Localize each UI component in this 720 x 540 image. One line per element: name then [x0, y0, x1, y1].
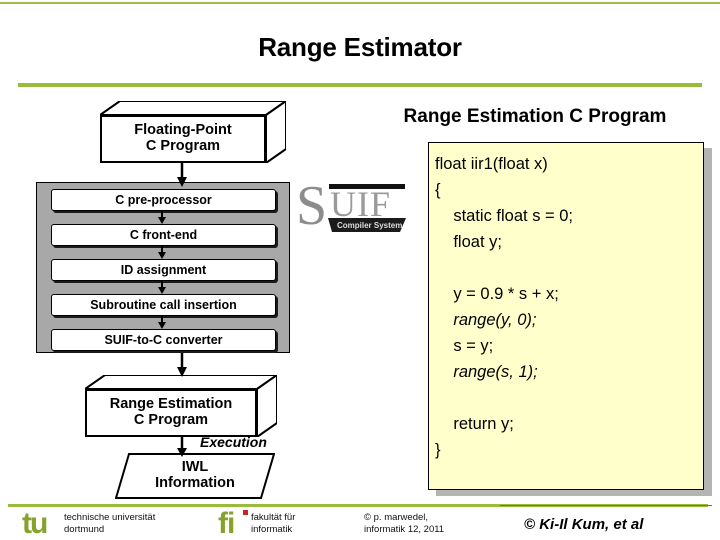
fakultaet-informatik-logo-text: fakultät für informatik [251, 512, 295, 536]
fakultaet-informatik-logo-icon: fi [218, 507, 235, 540]
footer-divider-rule [8, 504, 708, 507]
execution-annotation-label: Execution [200, 434, 267, 450]
flow-node-re-line2: C Program [133, 412, 209, 428]
tu-dortmund-logo-icon: tu [22, 507, 48, 540]
code-line-blank [435, 255, 703, 281]
page-title: Range Estimator [258, 32, 462, 62]
arrow-stage-1-2 [157, 246, 167, 259]
tu-dortmund-logo-text: technische universität dortmund [64, 512, 155, 536]
svg-text:Compiler System: Compiler System [337, 221, 402, 230]
range-estimation-code-panel: float iir1(float x) { static float s = 0… [428, 142, 704, 490]
flow-stage-c-pre-processor[interactable]: C pre-processor [51, 189, 276, 211]
code-line: { [435, 181, 441, 199]
box3d-front-face-re: Range Estimation C Program [85, 389, 257, 437]
flow-stage-subroutine-call-insertion[interactable]: Subroutine call insertion [51, 294, 276, 316]
flow-stage-label: C pre-processor [115, 193, 212, 207]
arrow-fp-to-preprocessor [176, 163, 188, 187]
top-accent-rule [0, 2, 720, 4]
tu-line2: dortmund [64, 524, 105, 535]
code-line-range-call: range(s, 1); [435, 363, 538, 381]
code-line: s = y; [435, 337, 494, 355]
flow-stage-suif-to-c-converter[interactable]: SUIF-to-C converter [51, 329, 276, 351]
arrow-stage-3-4 [157, 316, 167, 329]
copyright-notice: © p. marwedel, informatik 12, 2011 [364, 512, 444, 536]
flow-stage-label: Subroutine call insertion [90, 298, 237, 312]
flow-stage-c-front-end[interactable]: C front-end [51, 224, 276, 246]
footer-divider-rule-right [500, 505, 712, 506]
flow-node-iwl-information: IWL Information [115, 452, 275, 500]
flow-stage-label: ID assignment [120, 263, 207, 277]
flow-node-fp-line2: C Program [145, 138, 221, 154]
arrow-execution-to-iwl [176, 437, 188, 457]
range-estimator-flowchart: Floating-Point C Program C pre-processor… [0, 95, 340, 499]
flow-node-floating-point-c-program: Floating-Point C Program [100, 101, 286, 163]
tu-line1: technische universität [64, 512, 156, 523]
code-line: y = 0.9 * s + x; [435, 285, 559, 303]
fi-logo-red-dot-icon [243, 510, 248, 515]
arrow-panel-to-range-estimation [176, 353, 188, 377]
code-panel-heading: Range Estimation C Program [403, 106, 667, 127]
box3d-front-face-fp: Floating-Point C Program [100, 115, 266, 163]
arrow-stage-0-1 [157, 211, 167, 224]
code-line-range-call: range(y, 0); [435, 311, 537, 329]
fi-line1: fakultät für [251, 512, 296, 523]
flow-node-fp-line1: Floating-Point [134, 122, 232, 139]
copyright-line2: informatik 12, 2011 [364, 524, 445, 535]
code-line: float iir1(float x) [435, 155, 548, 173]
flow-node-range-estimation-c-program: Range Estimation C Program [85, 375, 277, 437]
fi-line2: informatik [251, 524, 293, 535]
code-line: return y; [435, 415, 514, 433]
flow-stage-id-assignment[interactable]: ID assignment [51, 259, 276, 281]
source-credit: © Ki-Il Kum, et al [524, 516, 644, 533]
svg-text:UIF: UIF [330, 184, 391, 224]
iwl-line2: Information [155, 475, 235, 491]
code-line: static float s = 0; [435, 207, 574, 225]
copyright-line1: © p. marwedel, [364, 512, 429, 523]
flow-stage-label: C front-end [129, 228, 198, 242]
suif-compiler-panel: C pre-processor C front-end ID assignmen… [36, 182, 290, 353]
iwl-line1: IWL [181, 459, 209, 476]
code-line: float y; [435, 233, 502, 251]
code-line: } [435, 441, 441, 459]
code-line-blank [435, 385, 703, 411]
iwl-label-group: IWL Information [115, 455, 275, 497]
svg-text:S: S [296, 178, 327, 236]
arrow-stage-2-3 [157, 281, 167, 294]
suif-compiler-system-logo: S UIF Compiler System [296, 178, 408, 236]
flow-node-re-line1: Range Estimation [109, 396, 233, 413]
flow-stage-label: SUIF-to-C converter [104, 333, 223, 347]
title-divider-rule [18, 83, 702, 87]
